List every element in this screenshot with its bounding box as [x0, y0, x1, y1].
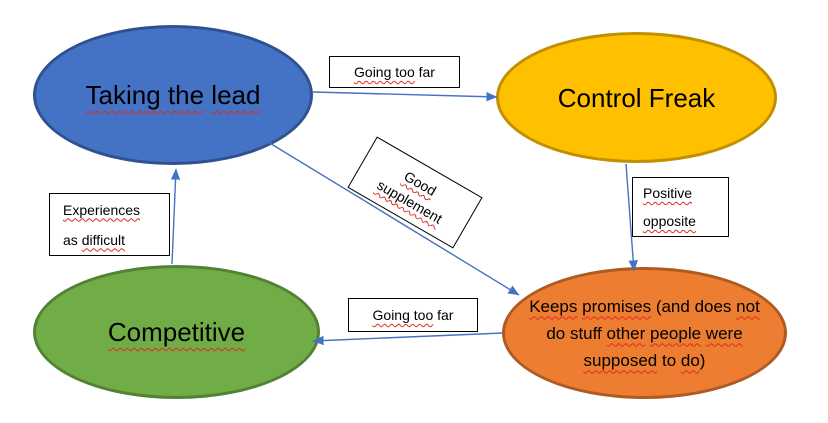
edge-label-going-too-far-top: Going too far [329, 56, 460, 88]
text-segment: difficult [81, 231, 126, 248]
text-segment: lead [211, 80, 261, 110]
node-label-competitive: Competitive [108, 315, 245, 349]
node-keeps-promises: Keeps promises (and does not do stuff ot… [502, 267, 787, 399]
edge-label-positive-opposite: Positive opposite [632, 177, 729, 237]
node-label-keeps-promises-line-2: do stuff other people were [546, 320, 742, 347]
text-segment: opposite [643, 213, 696, 229]
edge-label-text: Going too far [354, 64, 435, 80]
node-label-control-freak: Control Freak [558, 81, 716, 115]
text-segment: to [657, 350, 681, 370]
node-label-keeps-promises-line-1: Keeps promises (and does not [529, 293, 760, 320]
node-label-keeps-promises-line-3: supposed to do) [584, 347, 706, 374]
edge-label-good-supplement: Good supplement [347, 136, 483, 249]
text-segment: other [606, 323, 646, 343]
text-segment: not [736, 296, 760, 316]
text-segment: Going too [372, 307, 434, 323]
text-segment: (and does [651, 296, 737, 316]
text-segment: Taking the [85, 80, 205, 110]
text-segment: were [705, 323, 743, 343]
edge-label-text: as difficult [63, 225, 125, 255]
text-segment: as [63, 231, 82, 248]
arrow-competitive-to-taking [170, 168, 181, 265]
text-segment: far [433, 307, 454, 323]
edge-label-text: Going too far [373, 307, 454, 323]
text-segment: Going too [354, 64, 415, 80]
text-segment: far [414, 64, 435, 80]
text-segment: Keeps [529, 296, 578, 316]
edge-label-text: Positive [643, 179, 692, 207]
text-segment: promises [582, 296, 652, 316]
text-segment: do stuff [546, 323, 607, 343]
arrow-keeps-to-competitive [312, 332, 504, 346]
text-segment: people [650, 323, 702, 343]
text-segment: Competitive [107, 317, 246, 347]
node-taking-the-lead: Taking the lead [33, 25, 313, 165]
edge-label-experiences-as-difficult: Experiences as difficult [49, 193, 170, 256]
edge-label-text: Experiences [63, 195, 140, 225]
text-segment: supposed [583, 350, 658, 370]
text-segment: Control Freak [557, 82, 716, 113]
node-control-freak: Control Freak [496, 32, 777, 163]
edge-label-text: opposite [643, 207, 696, 235]
text-segment: do [680, 350, 700, 370]
text-segment: Experiences [63, 201, 141, 218]
node-competitive: Competitive [33, 265, 320, 399]
text-segment: ) [699, 350, 706, 370]
arrow-taking-to-control [312, 91, 498, 102]
node-label-taking-the-lead: Taking the lead [86, 78, 261, 112]
edge-label-going-too-far-bottom: Going too far [348, 298, 478, 332]
text-segment: Positive [643, 185, 693, 201]
